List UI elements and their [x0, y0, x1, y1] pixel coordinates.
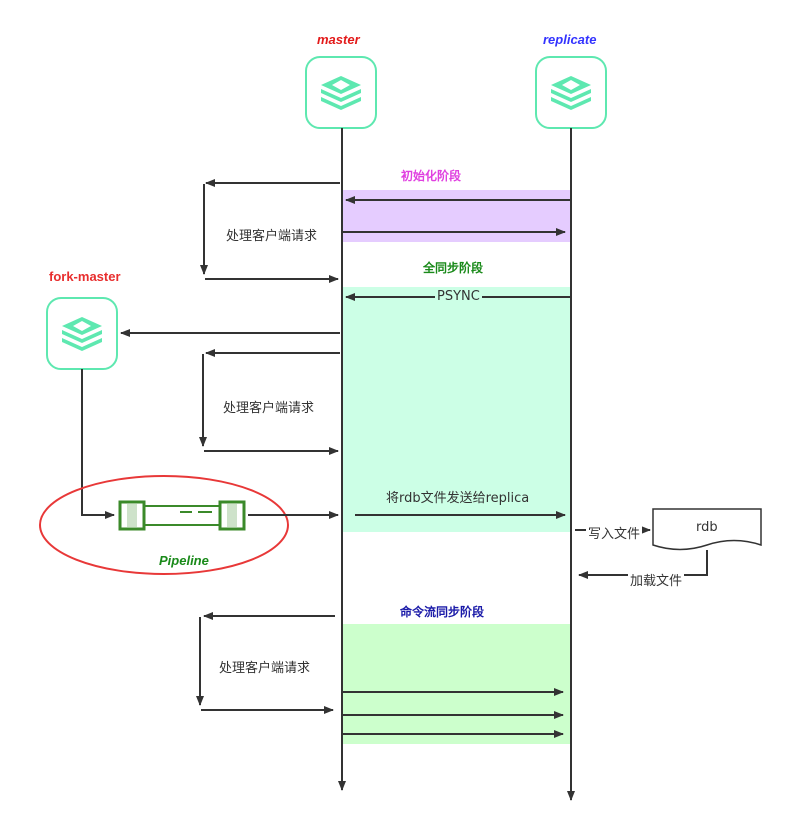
pipeline-ellipse — [39, 475, 289, 575]
master-redis-icon — [305, 56, 377, 129]
psync-label: PSYNC — [435, 289, 482, 304]
replicate-redis-icon — [535, 56, 607, 129]
handle-request-label-3: 处理客户端请求 — [219, 661, 311, 676]
full-sync-phase-label: 全同步阶段 — [423, 261, 484, 275]
arrow-load-file — [578, 550, 708, 579]
handle-request-label-1: 处理客户端请求 — [226, 229, 318, 244]
fork-master-redis-icon — [46, 297, 118, 370]
master-label: master — [317, 32, 360, 47]
pipeline-icon — [118, 500, 246, 531]
full-sync-phase-band — [342, 287, 570, 532]
arrow-fork-to-pipeline — [81, 369, 115, 519]
send-rdb-label: 将rdb文件发送给replica — [386, 491, 530, 506]
handle-request-label-2: 处理客户端请求 — [223, 401, 315, 416]
write-file-label: 写入文件 — [586, 523, 643, 542]
init-phase-label: 初始化阶段 — [401, 169, 462, 183]
rdb-document-icon — [652, 508, 762, 551]
rdb-document-label: rdb — [696, 520, 718, 535]
load-file-label: 加载文件 — [628, 570, 685, 589]
cmd-sync-phase-band — [342, 624, 570, 744]
replicate-label: replicate — [543, 32, 597, 47]
init-phase-band — [342, 190, 570, 242]
fork-master-label: fork-master — [49, 269, 121, 284]
pipeline-label: Pipeline — [159, 553, 209, 568]
cmd-sync-phase-label: 命令流同步阶段 — [400, 605, 485, 619]
